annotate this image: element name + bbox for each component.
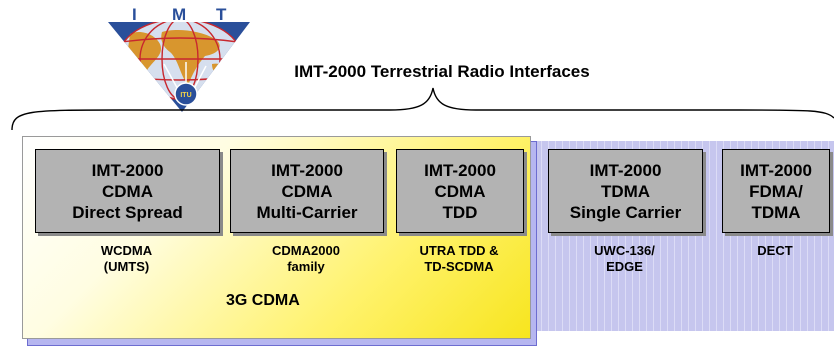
logo-letters: I M T	[132, 5, 227, 24]
interface-family-line: WCDMA	[100, 243, 153, 258]
itu-emblem-icon: ITU	[163, 62, 207, 106]
interface-box-line: TDMA	[751, 202, 801, 222]
interface-box-line: TDMA	[600, 181, 651, 201]
interface-family-line: UTRA TDD &	[419, 243, 499, 258]
interface-box-line: IMT-2000	[91, 160, 164, 180]
interface-box-single-carrier: IMT-2000 TDMA Single Carrier	[548, 149, 703, 233]
interface-family-single-carrier: UWC-136/ EDGE	[548, 243, 701, 275]
interface-box-line: TDD	[442, 202, 478, 222]
interface-family-line: EDGE	[606, 259, 643, 274]
interface-box-line: FDMA/	[749, 181, 803, 201]
brace-connector	[11, 87, 834, 131]
interface-box-fdma-tdma: IMT-2000 FDMA/ TDMA	[722, 149, 830, 233]
interface-box-line: IMT-2000	[589, 160, 662, 180]
interface-box-multi-carrier: IMT-2000 CDMA Multi-Carrier	[230, 149, 384, 233]
logo-letter-m: M	[172, 5, 186, 24]
interface-box-line: Single Carrier	[569, 202, 682, 222]
interface-box-line: Direct Spread	[72, 202, 183, 222]
interface-box-line: CDMA	[102, 181, 153, 201]
logo-letter-t: T	[216, 5, 227, 24]
interface-box-tdd: IMT-2000 CDMA TDD	[396, 149, 524, 233]
interface-family-tdd: UTRA TDD & TD-SCDMA	[390, 243, 528, 275]
interface-family-line: UWC-136/	[594, 243, 655, 258]
itu-emblem-text: ITU	[180, 92, 191, 99]
imt-logo: I M T ITU	[108, 5, 250, 112]
interface-family-multi-carrier: CDMA2000 family	[230, 243, 382, 275]
interface-family-direct-spread: WCDMA (UMTS)	[35, 243, 218, 275]
interface-box-line: IMT-2000	[271, 160, 343, 180]
interface-family-line: (UMTS)	[103, 259, 150, 274]
interface-box-line: CDMA	[281, 181, 333, 201]
interface-family-line: TD-SCDMA	[424, 259, 494, 274]
interface-family-fdma-tdma: DECT	[722, 243, 828, 259]
interface-box-line: CDMA	[434, 181, 486, 201]
diagram-title: IMT-2000 Terrestrial Radio Interfaces	[294, 62, 590, 81]
logo-letter-i: I	[132, 5, 137, 24]
cdma-group-label: 3G CDMA	[226, 292, 300, 309]
interface-box-line: Multi-Carrier	[256, 202, 358, 222]
interface-box-line: IMT-2000	[740, 160, 812, 180]
interface-box-line: IMT-2000	[424, 160, 496, 180]
interface-box-direct-spread: IMT-2000 CDMA Direct Spread	[35, 149, 220, 233]
interface-family-line: family	[287, 259, 325, 274]
interface-family-line: DECT	[757, 243, 793, 258]
interface-family-line: CDMA2000	[272, 243, 340, 258]
